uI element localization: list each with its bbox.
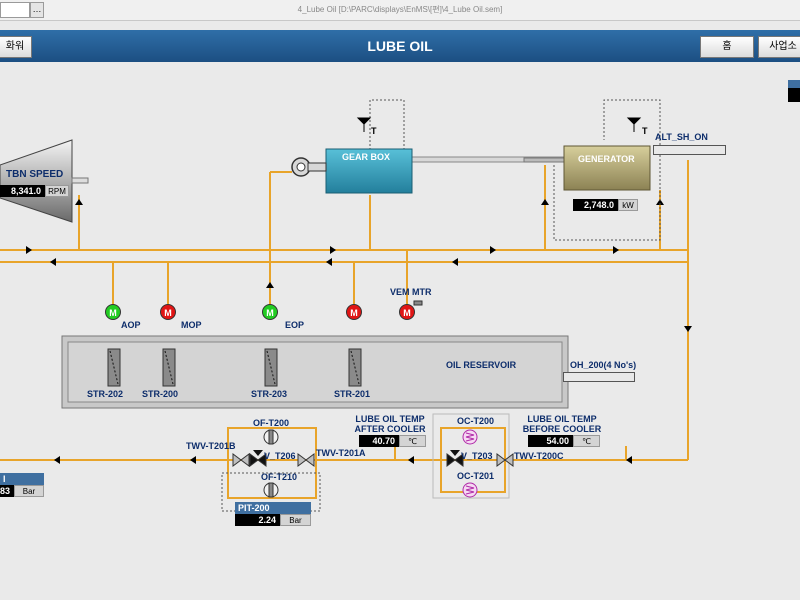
left-gauge-value: 83 (0, 485, 14, 497)
page-title: LUBE OIL (367, 38, 433, 54)
generator-power-unit: kW (618, 199, 638, 211)
generator-power-value: 2,748.0 (573, 199, 618, 211)
twv-t200c-label: TWV-T200C (514, 451, 564, 461)
browse-button[interactable]: … (30, 2, 44, 18)
temp-after-value: 40.70 (359, 435, 399, 447)
motor-eop[interactable]: M (262, 304, 278, 320)
motor-vem[interactable]: M (399, 304, 415, 320)
tbn-speed-unit: RPM (45, 185, 69, 197)
pit200-label: PIT-200 (235, 502, 311, 514)
strainer-label: STR-201 (334, 389, 371, 399)
alt-sh-on-label: ALT_SH_ON (655, 132, 708, 142)
oc-t201-label: OC-T201 (457, 471, 495, 481)
pit200-unit: Bar (280, 514, 311, 526)
generator-label: GENERATOR (578, 154, 635, 164)
motor-aop-label: AOP (121, 320, 141, 330)
oh200-slider[interactable] (563, 372, 635, 382)
strainer-label: STR-203 (251, 389, 288, 399)
temp-after-label-1: LUBE OIL TEMP (355, 414, 425, 424)
generator-temp-tag: T (642, 126, 648, 136)
tbn-speed-value: 8,341.0 (0, 185, 45, 197)
left-gauge-label: I (0, 473, 44, 485)
window-titlebar: … 4_Lube Oil [D:\PARC\displays\EnMS\[편]\… (0, 0, 800, 21)
of-t210-label: OF-T210 (261, 472, 298, 482)
alt-sh-on-slider[interactable] (653, 145, 726, 155)
back-button[interactable]: 화워 (0, 36, 32, 58)
motor-vem-label: VEM MTR (390, 287, 432, 297)
of-t200-label: OF-T200 (253, 418, 290, 428)
left-gauge-unit: Bar (14, 485, 44, 497)
side-indicator (788, 80, 800, 102)
header-bar: LUBE OIL (0, 30, 800, 62)
temp-before-label-1: LUBE OIL TEMP (527, 414, 597, 424)
gearbox-temp-tag: T (371, 126, 377, 136)
window-title: 4_Lube Oil [D:\PARC\displays\EnMS\[편]\4_… (297, 5, 503, 14)
twv-t201a-label: TWV-T201A (316, 448, 366, 458)
home-button[interactable]: 홈 (700, 36, 754, 58)
motor-aop[interactable]: M (105, 304, 121, 320)
temp-after-label-2: AFTER COOLER (354, 424, 426, 434)
temp-before-label-2: BEFORE COOLER (522, 424, 602, 434)
motor-mop-label: MOP (181, 320, 202, 330)
temp-before-unit: ℃ (573, 435, 600, 447)
gearbox-label: GEAR BOX (342, 152, 391, 162)
motor-mop[interactable]: M (160, 304, 176, 320)
office-button[interactable]: 사업소 (758, 36, 800, 58)
temp-after-unit: ℃ (399, 435, 426, 447)
generator-shape (563, 145, 651, 191)
turbine-shape (0, 139, 73, 223)
tbn-speed-label: TBN SPEED (6, 169, 64, 180)
v-t206-label: V_T206 (264, 451, 296, 461)
temp-before-value: 54.00 (528, 435, 573, 447)
strainer-label: STR-202 (87, 389, 124, 399)
pit200-value: 2.24 (235, 514, 280, 526)
motor-str201[interactable]: M (346, 304, 362, 320)
v-t203-label: V_T203 (461, 451, 493, 461)
location-field[interactable] (0, 2, 30, 18)
motor-eop-label: EOP (285, 320, 305, 330)
reservoir-label: OIL RESERVOIR (446, 360, 517, 370)
twv-t201b-label: TWV-T201B (186, 441, 236, 451)
oh200-label: OH_200(4 No's) (570, 360, 637, 370)
oc-t200-label: OC-T200 (457, 416, 495, 426)
strainer-label: STR-200 (142, 389, 179, 399)
gearbox-shape (325, 148, 413, 194)
